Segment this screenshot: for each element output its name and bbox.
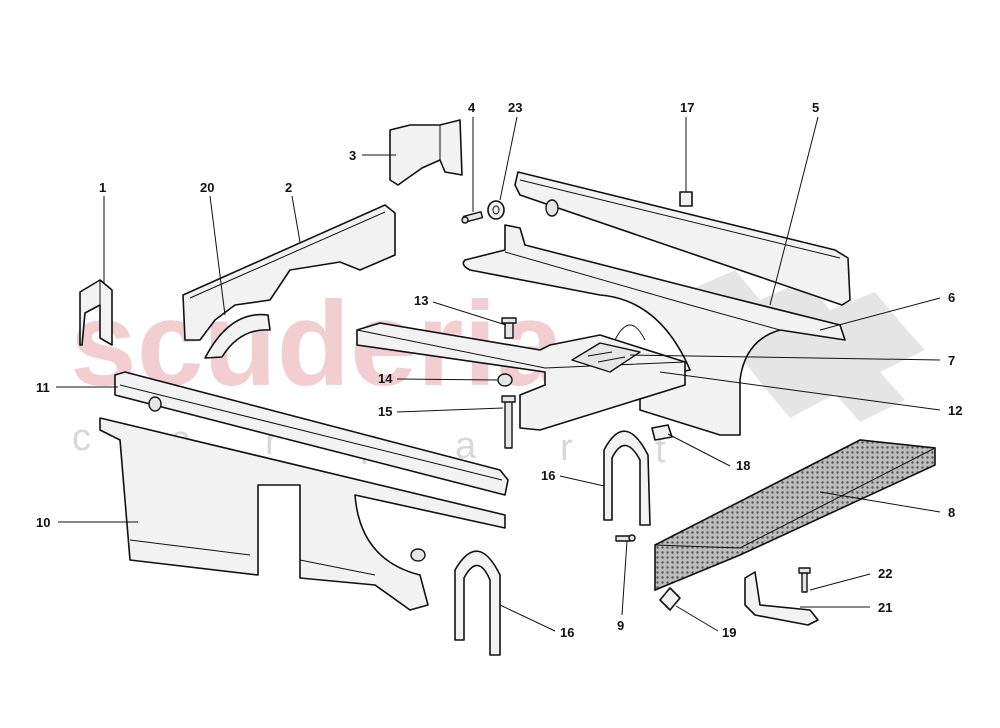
callout-11: 11 bbox=[36, 380, 50, 395]
callout-20: 20 bbox=[200, 180, 214, 195]
callout-13: 13 bbox=[414, 293, 428, 308]
callout-14: 14 bbox=[378, 371, 393, 386]
callout-21: 21 bbox=[878, 600, 892, 615]
leader-lines bbox=[56, 116, 941, 632]
part-4-bolt bbox=[461, 211, 484, 224]
part-23-washer bbox=[487, 200, 505, 220]
part-1-bracket bbox=[79, 279, 113, 346]
part-19-clip bbox=[659, 587, 681, 611]
part-21-bracket bbox=[744, 571, 819, 626]
callout-2: 2 bbox=[285, 180, 292, 195]
part-18-clip bbox=[651, 424, 673, 441]
callout-4: 4 bbox=[468, 100, 476, 115]
part-14-nut bbox=[497, 373, 513, 387]
callout-12: 12 bbox=[948, 403, 962, 418]
part-3-sheet bbox=[389, 119, 463, 186]
callout-7: 7 bbox=[948, 353, 955, 368]
callout-18: 18 bbox=[736, 458, 750, 473]
callout-9: 9 bbox=[617, 618, 624, 633]
part-5-upper-panel bbox=[514, 171, 851, 306]
part-16-strap-upper bbox=[603, 430, 651, 526]
part-9-screw bbox=[615, 534, 636, 542]
callout-23: 23 bbox=[508, 100, 522, 115]
watermark-letter: r bbox=[560, 427, 573, 469]
callout-3: 3 bbox=[349, 148, 356, 163]
part-13-screw bbox=[501, 317, 517, 339]
callout-22: 22 bbox=[878, 566, 892, 581]
callout-16-upper: 16 bbox=[541, 468, 555, 483]
part-2-panel bbox=[182, 204, 396, 341]
callout-6: 6 bbox=[948, 290, 955, 305]
callout-5: 5 bbox=[812, 100, 819, 115]
part-22-pin bbox=[798, 567, 811, 593]
callout-10: 10 bbox=[36, 515, 50, 530]
part-15-long-bolt bbox=[501, 395, 516, 449]
callout-numbers: 1 2 3 4 5 6 7 8 9 10 11 12 13 14 15 16 1… bbox=[36, 100, 962, 640]
callout-8: 8 bbox=[948, 505, 955, 520]
callout-16-lower: 16 bbox=[560, 625, 574, 640]
callout-1: 1 bbox=[99, 180, 106, 195]
part-6-wheelhouse bbox=[462, 224, 846, 436]
part-20-arch-liner bbox=[204, 313, 271, 359]
part-10-lower-panel bbox=[99, 417, 506, 611]
part-7-label-plate bbox=[571, 342, 641, 373]
part-8-mesh-grille bbox=[654, 439, 936, 592]
part-17-clip bbox=[679, 191, 693, 207]
watermark-letter: t bbox=[655, 429, 666, 471]
callout-19: 19 bbox=[722, 625, 736, 640]
watermark-letter: c bbox=[72, 417, 91, 459]
watermark-letter: a bbox=[455, 425, 477, 467]
part-16-strap-lower bbox=[454, 550, 501, 656]
part-11-rail bbox=[114, 371, 509, 496]
callout-17: 17 bbox=[680, 100, 694, 115]
callout-15: 15 bbox=[378, 404, 392, 419]
